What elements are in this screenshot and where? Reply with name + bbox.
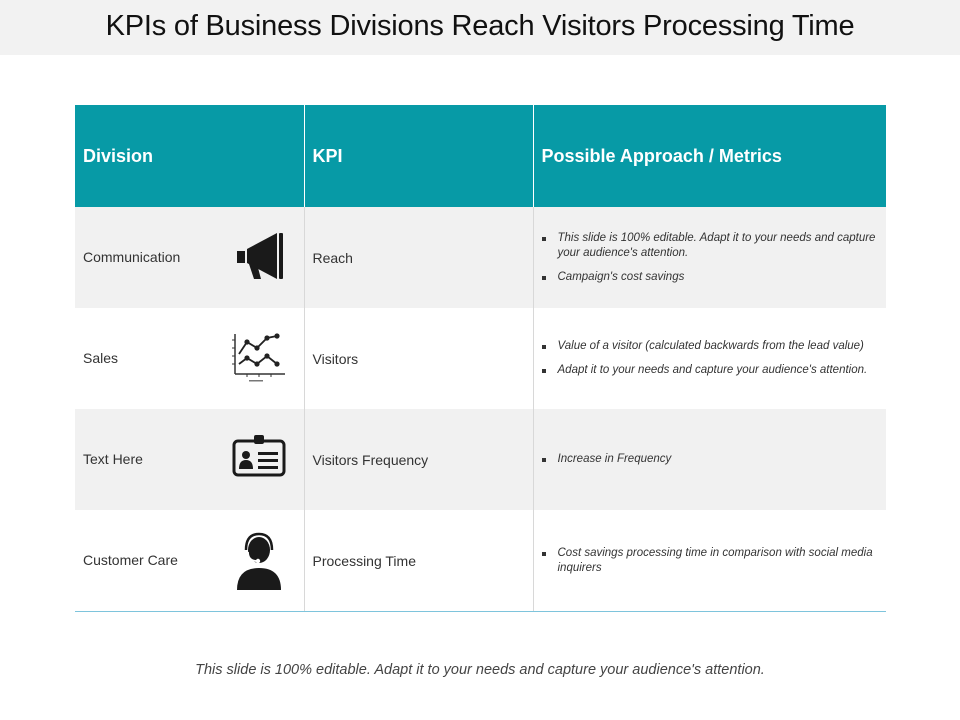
header-metrics: Possible Approach / Metrics: [532, 105, 886, 207]
division-label: Communication: [83, 249, 181, 265]
megaphone-icon: [237, 233, 283, 279]
header-kpi: KPI: [303, 105, 533, 207]
kpi-label: Reach: [312, 249, 353, 266]
metrics-cell: Increase in Frequency: [532, 409, 887, 510]
kpi-cell: Processing Time: [303, 510, 533, 612]
division-cell: Customer Care: [75, 510, 304, 612]
metrics-list: Cost savings processing time in comparis…: [534, 546, 887, 576]
line-chart-icon: [232, 333, 285, 382]
division-cell: Communication: [75, 207, 304, 308]
metric-item: Increase in Frequency: [541, 452, 881, 467]
header-division: Division: [75, 105, 304, 207]
metric-item: Campaign's cost savings: [541, 270, 881, 285]
metrics-list: Increase in Frequency: [534, 452, 887, 467]
table-row: Sales: [75, 308, 886, 409]
metrics-list: This slide is 100% editable. Adapt it to…: [534, 231, 887, 285]
footer-note: This slide is 100% editable. Adapt it to…: [195, 662, 765, 678]
metrics-cell: This slide is 100% editable. Adapt it to…: [532, 207, 887, 308]
metric-item: Adapt it to your needs and capture your …: [541, 363, 881, 378]
title-bar: [0, 0, 960, 55]
metric-item: This slide is 100% editable. Adapt it to…: [541, 231, 881, 261]
page-title: KPIs of Business Divisions Reach Visitor…: [105, 10, 855, 42]
division-label: Customer Care: [83, 552, 178, 568]
headset-agent-icon: [237, 532, 281, 590]
division-label: Sales: [83, 350, 119, 366]
metric-item: Cost savings processing time in comparis…: [541, 546, 881, 576]
table-row: Customer Care Processing Time Cost savin…: [75, 510, 886, 612]
table-row: Communication Reach This slide is 100% e…: [75, 207, 886, 308]
table-header-row: Division KPI Possible Approach / Metrics: [75, 105, 886, 207]
metrics-list: Value of a visitor (calculated backwards…: [534, 339, 887, 378]
division-cell: Text Here: [75, 409, 304, 510]
metrics-cell: Value of a visitor (calculated backwards…: [532, 308, 887, 409]
kpi-cell: Visitors Frequency: [303, 409, 533, 510]
kpi-label: Processing Time: [312, 552, 416, 569]
division-label: Text Here: [83, 451, 143, 467]
metric-item: Value of a visitor (calculated backwards…: [541, 339, 881, 354]
kpi-label: Visitors: [312, 350, 359, 367]
metrics-cell: Cost savings processing time in comparis…: [532, 510, 887, 612]
kpi-cell: Reach: [303, 207, 533, 308]
kpi-label: Visitors Frequency: [312, 451, 429, 468]
kpi-table: Division KPI Possible Approach / Metrics…: [75, 105, 886, 612]
kpi-cell: Visitors: [303, 308, 533, 409]
table-row: Text Here Visitors Frequency Increase i: [75, 409, 886, 510]
division-cell: Sales: [75, 308, 304, 409]
id-badge-icon: [232, 435, 286, 477]
